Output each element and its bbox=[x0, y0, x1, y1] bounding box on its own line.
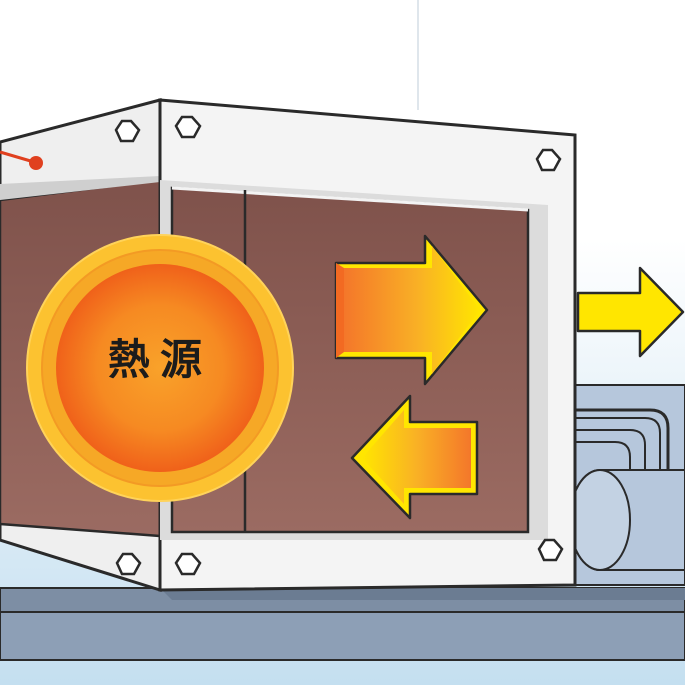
heat-source-label: 熱源 bbox=[107, 335, 212, 384]
bolt-icon bbox=[535, 148, 562, 172]
bolt-icon bbox=[174, 552, 202, 576]
sensor-indicator bbox=[0, 150, 43, 170]
heat-flow-out-arrow bbox=[334, 234, 489, 386]
heat-source bbox=[26, 234, 294, 502]
pipe-assembly bbox=[569, 384, 685, 586]
heat-flow-in-arrow bbox=[350, 394, 479, 520]
base-plate bbox=[0, 587, 685, 661]
bolt-icon bbox=[537, 538, 564, 562]
bolt-icon bbox=[114, 119, 141, 143]
bolt-icon bbox=[115, 552, 142, 576]
exhaust-arrow bbox=[576, 266, 685, 358]
bolts bbox=[114, 115, 564, 576]
bolt-icon bbox=[174, 115, 202, 139]
